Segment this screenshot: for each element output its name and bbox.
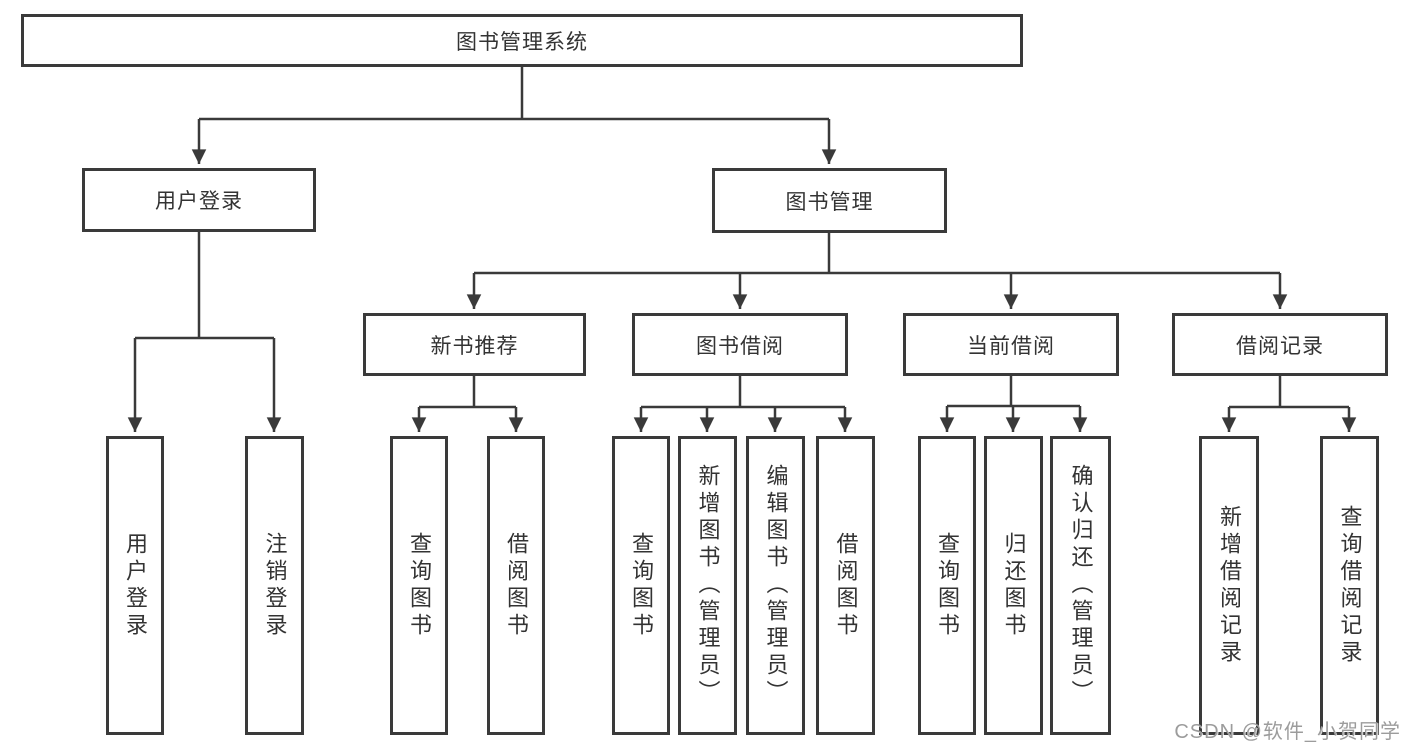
leaf-add-borrow-record: 新增借阅记录	[1199, 436, 1259, 735]
leaf-query-books-current: 查询图书	[918, 436, 976, 735]
leaf-query-books-recommend: 查询图书	[390, 436, 448, 735]
leaf-query-books-borrow: 查询图书	[612, 436, 670, 735]
leaf-query-borrow-record: 查询借阅记录	[1320, 436, 1379, 735]
leaf-logout: 注销登录	[245, 436, 304, 735]
leaf-borrow-books: 借阅图书	[816, 436, 875, 735]
leaf-user-login: 用户登录	[106, 436, 164, 735]
leaf-confirm-return-admin: 确认归还（管理员）	[1050, 436, 1111, 735]
leaf-add-book-admin: 新增图书（管理员）	[678, 436, 737, 735]
leaf-edit-book-admin: 编辑图书（管理员）	[746, 436, 805, 735]
leaf-return-book: 归还图书	[984, 436, 1043, 735]
csdn-watermark: CSDN @软件_小贺同学	[1174, 721, 1401, 743]
leaf-borrow-books-recommend: 借阅图书	[487, 436, 545, 735]
node-borrow-records: 借阅记录	[1172, 313, 1388, 376]
node-new-book-recommend: 新书推荐	[363, 313, 586, 376]
node-root-system: 图书管理系统	[21, 14, 1023, 67]
node-user-login: 用户登录	[82, 168, 316, 232]
node-current-borrow: 当前借阅	[903, 313, 1119, 376]
node-book-borrow: 图书借阅	[632, 313, 848, 376]
node-book-management: 图书管理	[712, 168, 947, 233]
